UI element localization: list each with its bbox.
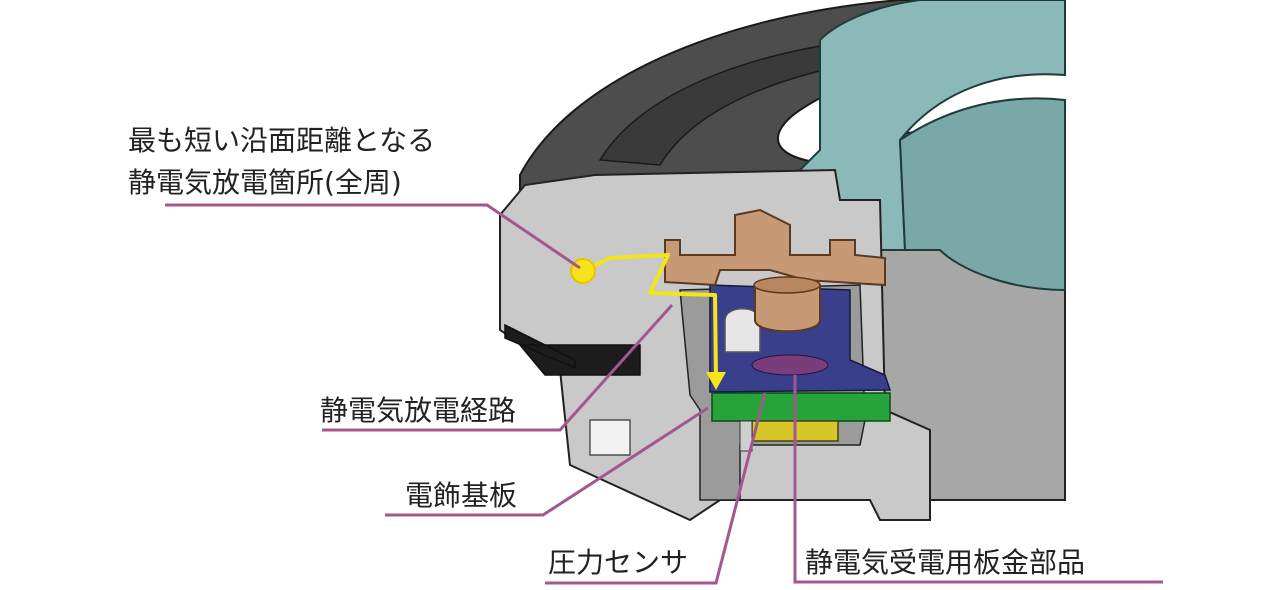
label-receiver-plate: 静電気受電用板金部品: [805, 546, 1085, 579]
labels: 最も短い沿面距離となる 静電気放電箇所(全周) 静電気放電経路 電飾基板 圧力セ…: [128, 124, 1085, 579]
copper-contact: [664, 208, 886, 287]
leader-receiver-plate: [793, 375, 1163, 584]
leader-pressure-sensor: [545, 392, 767, 585]
teal-lower-rim: [898, 97, 1066, 292]
sensor-mount: [739, 420, 753, 452]
label-decor-board: 電飾基板: [405, 479, 517, 512]
label-pressure-sensor: 圧力センサ: [548, 546, 688, 579]
leader-lines: [165, 203, 1163, 585]
label-discharge-path: 静電気放電経路: [320, 394, 516, 427]
green-board: [711, 392, 891, 422]
leader-decor-board: [385, 406, 709, 517]
leader-discharge-path: [322, 303, 674, 432]
label-shortest-line2: 静電気放電箇所(全周): [128, 166, 402, 199]
plate-hole: [751, 354, 829, 376]
copper-cylinder: [754, 284, 821, 333]
discharge-path-line: [589, 253, 718, 381]
copper-cylinder-top: [753, 276, 821, 294]
white-post: [724, 308, 761, 353]
leader-shortest: [165, 203, 581, 270]
white-bumps: [589, 419, 631, 456]
dark-base-ring: [504, 323, 641, 376]
discharge-arrowhead: [706, 372, 726, 390]
label-shortest-line1: 最も短い沿面距離となる: [128, 124, 435, 157]
